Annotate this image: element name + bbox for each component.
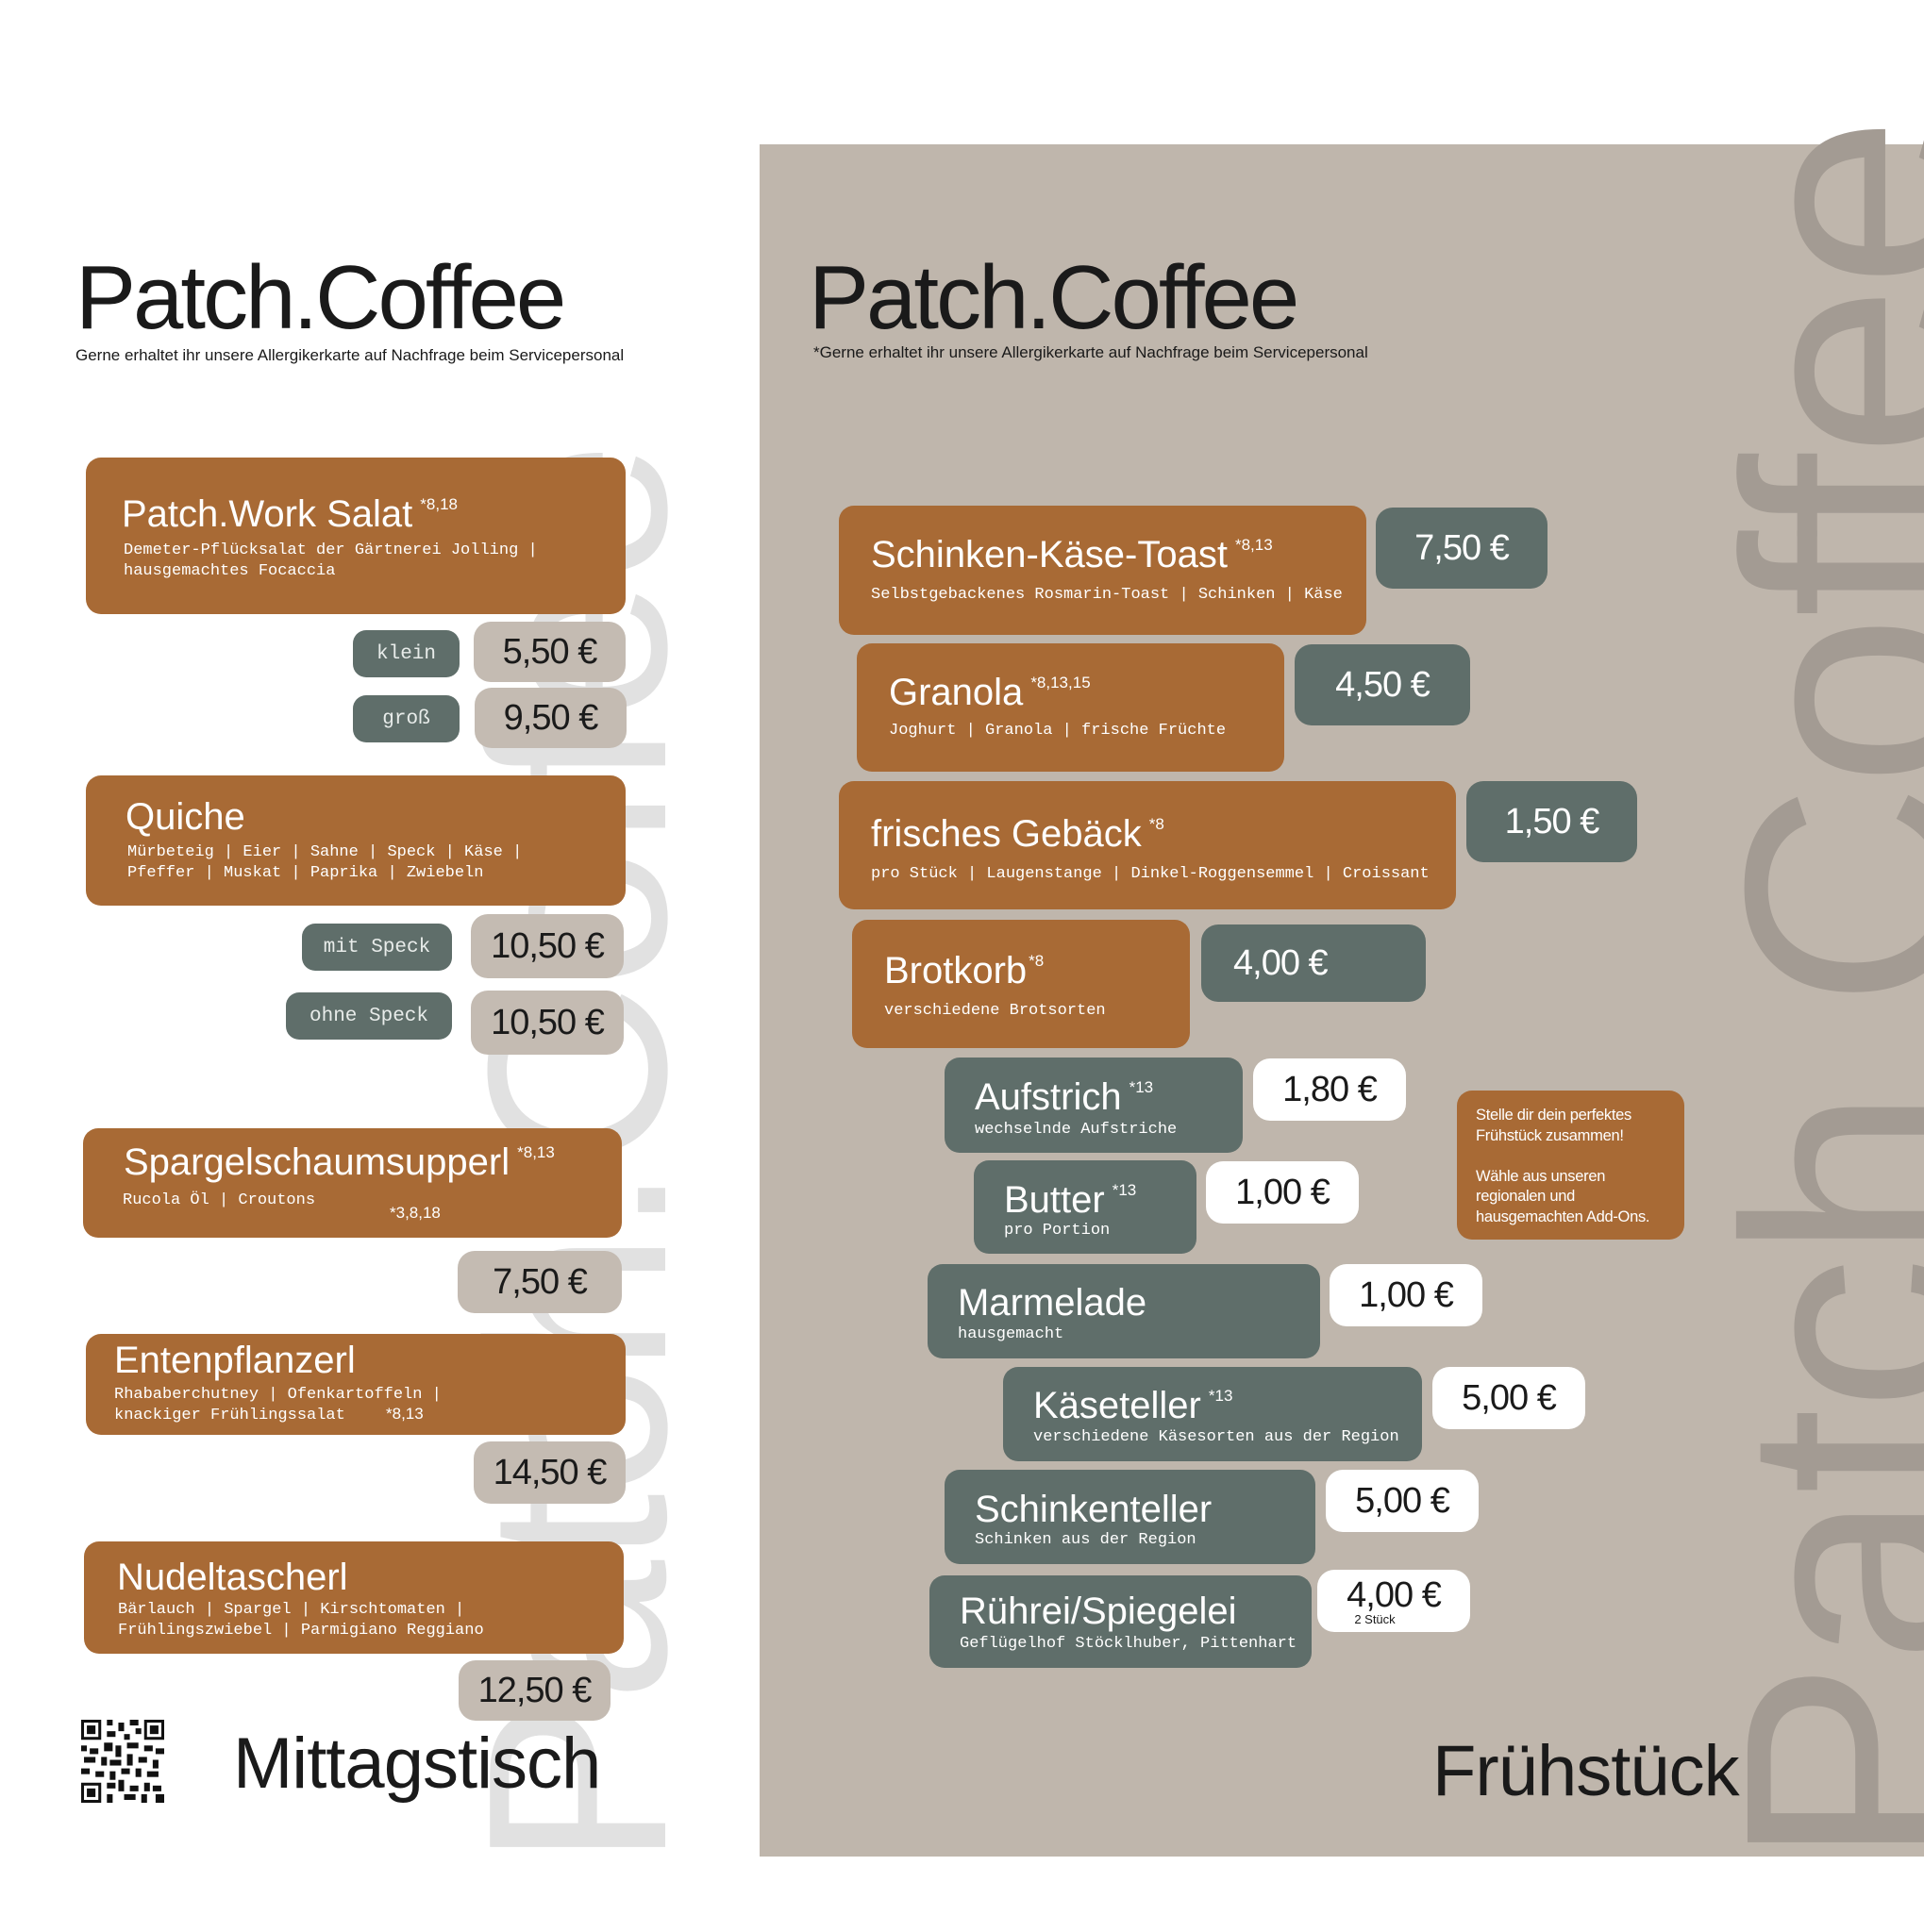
menu-item-schinkenteller: Schinkenteller Schinken aus der Region xyxy=(945,1470,1315,1564)
item-name: Rührei/Spiegelei xyxy=(960,1591,1237,1632)
price-tag: 12,50 € xyxy=(459,1660,611,1721)
item-description: Joghurt | Granola | frische Früchte xyxy=(889,722,1227,740)
price-tag: 4,00 € 2 Stück xyxy=(1317,1570,1470,1632)
menu-item-brotkorb: Brotkorb*8 verschiedene Brotsorten xyxy=(852,920,1190,1048)
item-description: Geflügelhof Stöcklhuber, Pittenhart xyxy=(960,1635,1297,1653)
item-name: Patch.Work Salat*8,18 xyxy=(122,493,458,535)
item-name: Nudeltascherl xyxy=(117,1557,348,1598)
price-tag: 7,50 € xyxy=(458,1251,622,1313)
item-name: Quiche xyxy=(125,796,245,838)
item-name: Schinkenteller xyxy=(975,1489,1213,1530)
item-description: Selbstgebackenes Rosmarin-Toast | Schink… xyxy=(871,586,1343,604)
item-name: Spargelschaumsupperl*8,13 xyxy=(124,1141,555,1183)
menu-item-quiche: Quiche Mürbeteig | Eier | Sahne | Speck … xyxy=(86,775,626,906)
menu-item-butter: Butter*13 pro Portion xyxy=(974,1160,1196,1254)
option-label: klein xyxy=(353,630,460,677)
price-tag: 5,50 € xyxy=(474,622,626,682)
price-tag: 10,50 € xyxy=(471,914,624,978)
item-description: Rhababerchutney | Ofenkartoffeln | knack… xyxy=(114,1386,442,1424)
price-tag: 1,50 € xyxy=(1466,781,1637,862)
item-name: Granola*8,13,15 xyxy=(889,672,1091,713)
item-description: Schinken aus der Region xyxy=(975,1531,1196,1549)
price-value: 4,00 € xyxy=(1347,1574,1442,1615)
item-description: verschiedene Brotsorten xyxy=(884,1002,1106,1020)
item-description: Rucola Öl | Croutons xyxy=(123,1191,316,1209)
item-name: Käseteller*13 xyxy=(1033,1385,1233,1426)
option-label: ohne Speck xyxy=(286,992,452,1040)
price-tag: 4,00 € xyxy=(1201,924,1426,1002)
item-name: Aufstrich*13 xyxy=(975,1076,1154,1118)
price-tag: 1,00 € xyxy=(1330,1264,1482,1326)
menu-item-spargelschaumsupperl: Spargelschaumsupperl*8,13 Rucola Öl | Cr… xyxy=(83,1128,622,1238)
right-allergy-note: *Gerne erhaltet ihr unsere Allergikerkar… xyxy=(813,343,1368,361)
item-name: Schinken-Käse-Toast*8,13 xyxy=(871,534,1273,575)
price-tag: 4,50 € xyxy=(1295,644,1470,725)
price-tag: 7,50 € xyxy=(1376,508,1548,589)
item-description: wechselnde Aufstriche xyxy=(975,1121,1178,1139)
price-note: 2 Stück xyxy=(1354,1611,1396,1626)
item-allergens: *3,8,18 xyxy=(390,1204,441,1222)
price-tag: 1,00 € xyxy=(1206,1161,1359,1224)
item-name: Entenpflanzerl xyxy=(114,1340,356,1381)
section-title-fruehstueck: Frühstück xyxy=(1432,1731,1740,1811)
item-description: pro Stück | Laugenstange | Dinkel-Roggen… xyxy=(871,865,1430,883)
price-tag: 14,50 € xyxy=(474,1441,626,1504)
item-name: Brotkorb*8 xyxy=(884,950,1045,991)
item-description: hausgemacht xyxy=(958,1325,1064,1343)
left-title: Patch.Coffee xyxy=(75,247,566,348)
item-name: Marmelade xyxy=(958,1282,1147,1324)
promo-box: Stelle dir dein perfektes Frühstück zusa… xyxy=(1457,1091,1684,1240)
menu-item-patchwork-salat: Patch.Work Salat*8,18 Demeter-Pflücksala… xyxy=(86,458,626,614)
left-allergy-note: Gerne erhaltet ihr unsere Allergikerkart… xyxy=(75,346,625,364)
price-tag: 5,00 € xyxy=(1432,1367,1585,1429)
menu-item-granola: Granola*8,13,15 Joghurt | Granola | fris… xyxy=(857,643,1284,772)
menu-item-kaeseteller: Käseteller*13 verschiedene Käsesorten au… xyxy=(1003,1367,1422,1461)
option-label: mit Speck xyxy=(302,924,452,971)
price-tag: 1,80 € xyxy=(1253,1058,1406,1121)
item-description: Mürbeteig | Eier | Sahne | Speck | Käse … xyxy=(127,843,523,882)
menu-item-schinken-kaese-toast: Schinken-Käse-Toast*8,13 Selbstgebackene… xyxy=(839,506,1366,635)
item-name: Butter*13 xyxy=(1004,1179,1137,1221)
menu-item-frisches-gebaeck: frisches Gebäck*8 pro Stück | Laugenstan… xyxy=(839,781,1456,909)
qr-code-icon xyxy=(81,1720,164,1803)
item-allergens: *8,13 xyxy=(386,1405,424,1423)
section-title-mittagstisch: Mittagstisch xyxy=(233,1724,601,1804)
right-watermark: Patch.Coffee xyxy=(1680,119,1924,1868)
menu-item-aufstrich: Aufstrich*13 wechselnde Aufstriche xyxy=(945,1058,1243,1153)
item-name: frisches Gebäck*8 xyxy=(871,813,1164,855)
item-description: verschiedene Käsesorten aus der Region xyxy=(1033,1428,1399,1446)
item-description: Bärlauch | Spargel | Kirschtomaten | Frü… xyxy=(118,1601,484,1640)
menu-item-nudeltascherl: Nudeltascherl Bärlauch | Spargel | Kirsc… xyxy=(84,1541,624,1654)
price-tag: 9,50 € xyxy=(475,688,627,748)
item-description: Demeter-Pflücksalat der Gärtnerei Jollin… xyxy=(124,541,538,580)
price-tag: 5,00 € xyxy=(1326,1470,1479,1532)
menu-item-marmelade: Marmelade hausgemacht xyxy=(928,1264,1320,1358)
menu-item-entenpflanzerl: Entenpflanzerl Rhababerchutney | Ofenkar… xyxy=(86,1334,626,1435)
menu-item-ruehrei-spiegelei: Rührei/Spiegelei Geflügelhof Stöcklhuber… xyxy=(929,1575,1312,1668)
option-label: groß xyxy=(353,695,460,742)
right-title: Patch.Coffee xyxy=(809,247,1299,348)
item-description: pro Portion xyxy=(1004,1222,1111,1240)
price-tag: 10,50 € xyxy=(471,991,624,1055)
